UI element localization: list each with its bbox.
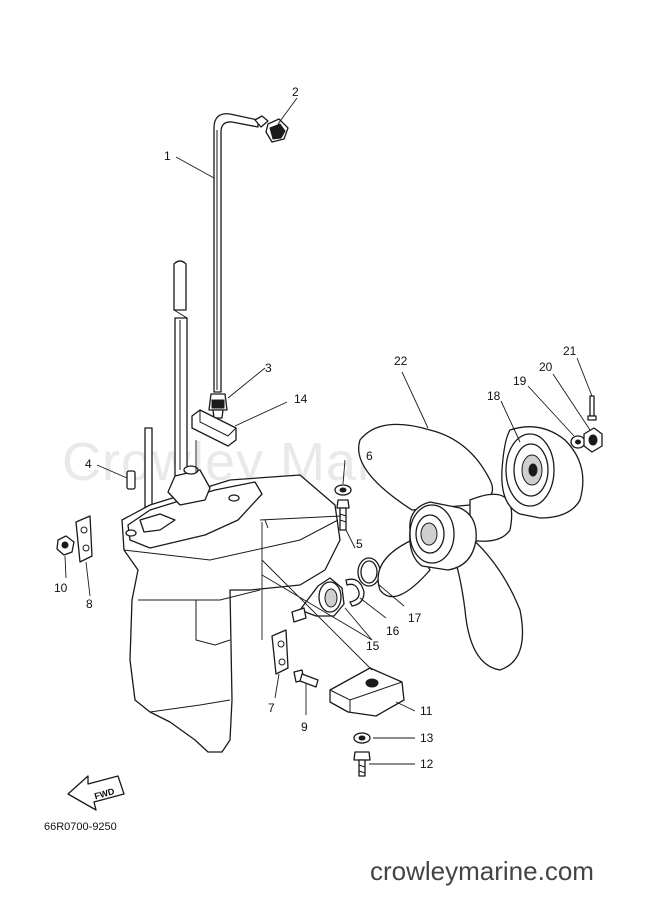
callout-1: 1 [164, 149, 171, 163]
trim-tab-bracket-part[interactable] [75, 515, 93, 563]
diagram-code: 66R0700-9250 [44, 821, 117, 833]
callout-13: 13 [420, 731, 434, 745]
o-ring-part[interactable] [357, 557, 381, 587]
callout-7: 7 [268, 701, 275, 715]
washer-part-19[interactable] [570, 435, 586, 449]
prop-nut-part[interactable] [583, 427, 603, 453]
grommet-part[interactable] [254, 115, 289, 143]
callout-18: 18 [487, 389, 501, 403]
water-tube-part[interactable] [213, 113, 259, 393]
callout-2: 2 [292, 85, 299, 99]
callout-8: 8 [86, 597, 93, 611]
tube-seal-part[interactable] [208, 393, 228, 419]
propeller-part[interactable] [358, 423, 524, 671]
bolt-part-12[interactable] [353, 751, 371, 777]
anode-bracket-part[interactable] [271, 629, 289, 675]
callout-5: 5 [356, 537, 363, 551]
callout-6: 6 [366, 449, 373, 463]
callout-21: 21 [563, 344, 577, 358]
nut-part[interactable] [56, 535, 75, 556]
callout-4: 4 [85, 457, 92, 471]
callout-19: 19 [513, 374, 527, 388]
lower-unit-housing[interactable] [121, 465, 341, 753]
drive-shaft-part[interactable] [173, 260, 188, 477]
washer-part-6[interactable] [334, 484, 352, 496]
cotter-pin-part[interactable] [587, 395, 597, 421]
fwd-arrow-icon: FWD [67, 775, 125, 811]
screw-part-9[interactable] [293, 669, 319, 688]
dowel-pin-part[interactable] [126, 470, 136, 490]
anode-part[interactable] [329, 667, 405, 717]
callout-22: 22 [394, 354, 408, 368]
bolt-part-5[interactable] [336, 499, 350, 531]
spacer-part[interactable] [501, 426, 584, 519]
callout-20: 20 [539, 360, 553, 374]
leader-lines [64, 97, 593, 765]
callout-17: 17 [408, 611, 422, 625]
circlip-part[interactable] [345, 578, 365, 607]
callout-11: 11 [420, 704, 433, 718]
callout-10: 10 [54, 581, 68, 595]
callout-12: 12 [420, 757, 434, 771]
bearing-housing-part[interactable] [291, 577, 345, 623]
callout-14: 14 [294, 392, 308, 406]
callout-9: 9 [301, 720, 308, 734]
callout-15: 15 [366, 639, 380, 653]
callout-labels: 1 2 3 4 5 6 7 8 9 10 11 12 13 14 15 16 1… [54, 85, 577, 771]
callout-3: 3 [265, 361, 272, 375]
callout-16: 16 [386, 624, 400, 638]
plate-part[interactable] [191, 409, 237, 447]
washer-part-13[interactable] [353, 732, 371, 744]
footer-site-link[interactable]: crowleymarine.com [370, 856, 594, 886]
